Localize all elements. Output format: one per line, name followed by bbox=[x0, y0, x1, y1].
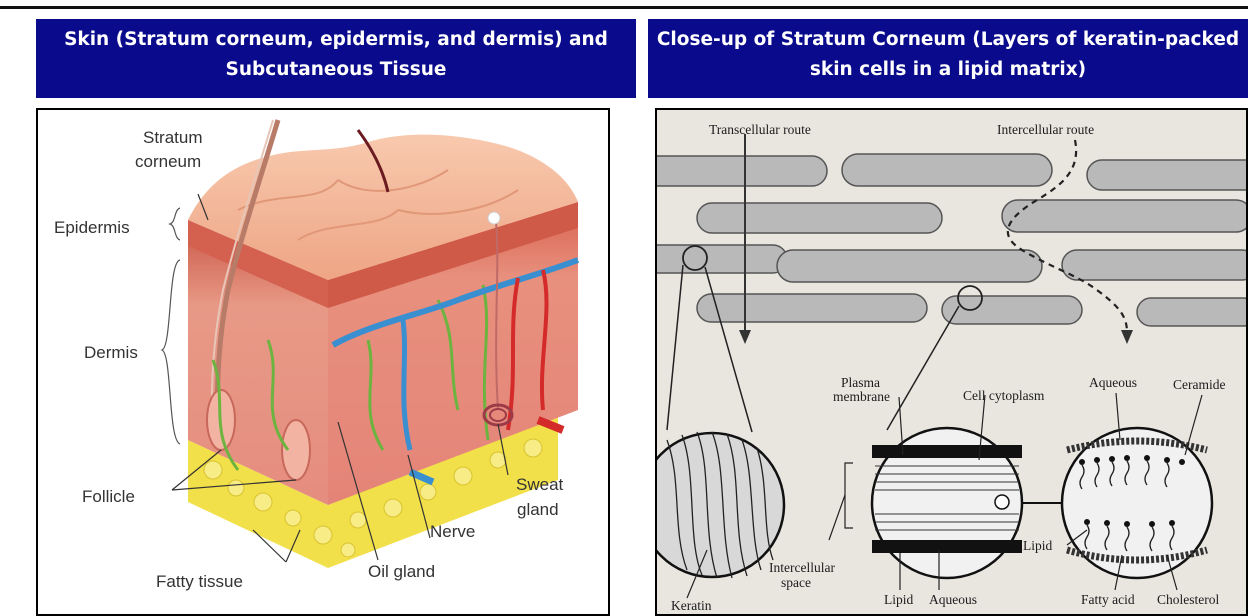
label-cholesterol: Cholesterol bbox=[1157, 592, 1219, 608]
left-title-line1: Skin (Stratum corneum, epidermis, and de… bbox=[36, 25, 636, 55]
label-follicle: Follicle bbox=[82, 487, 135, 507]
label-oil-gland: Oil gland bbox=[368, 562, 435, 582]
label-epidermis: Epidermis bbox=[54, 218, 130, 238]
label-fatty-tissue: Fatty tissue bbox=[156, 572, 243, 592]
label-fatty-acid: Fatty acid bbox=[1081, 592, 1135, 608]
keratin-zoom bbox=[657, 432, 784, 578]
left-title-banner: Skin (Stratum corneum, epidermis, and de… bbox=[36, 19, 636, 98]
skin-illustration bbox=[38, 110, 610, 616]
right-title-line1: Close-up of Stratum Corneum (Layers of k… bbox=[648, 25, 1248, 55]
label-dermis: Dermis bbox=[84, 343, 138, 363]
label-transcellular-route: Transcellular route bbox=[709, 122, 811, 138]
label-stratum: Stratum bbox=[143, 128, 203, 148]
skin-diagram-panel: Stratum corneum Epidermis Dermis Follicl… bbox=[36, 108, 610, 616]
corneum-illustration bbox=[657, 110, 1248, 616]
label-space: space bbox=[781, 575, 811, 591]
label-aqueous-bottom: Aqueous bbox=[929, 592, 977, 608]
label-gland: gland bbox=[517, 500, 559, 520]
label-cell-cytoplasm: Cell cytoplasm bbox=[963, 388, 1044, 404]
label-intercellular: Intercellular bbox=[769, 560, 835, 576]
label-lipid-right: Lipid bbox=[1023, 538, 1052, 554]
stratum-corneum-panel: Transcellular route Intercellular route … bbox=[655, 108, 1248, 616]
right-title-line2: skin cells in a lipid matrix) bbox=[648, 55, 1248, 85]
label-nerve: Nerve bbox=[430, 522, 475, 542]
label-ceramide: Ceramide bbox=[1173, 377, 1225, 393]
right-title-banner: Close-up of Stratum Corneum (Layers of k… bbox=[648, 19, 1248, 98]
lipid-bilayer-zoom bbox=[872, 428, 1022, 578]
label-lipid-bottom: Lipid bbox=[884, 592, 913, 608]
label-aqueous-top: Aqueous bbox=[1089, 375, 1137, 391]
label-intercellular-route: Intercellular route bbox=[997, 122, 1094, 138]
left-title-line2: Subcutaneous Tissue bbox=[36, 55, 636, 85]
label-sweat: Sweat bbox=[516, 475, 563, 495]
label-membrane: membrane bbox=[833, 389, 890, 405]
top-rule bbox=[0, 6, 1248, 9]
molecular-zoom bbox=[1062, 428, 1212, 578]
label-keratin: Keratin bbox=[671, 598, 711, 614]
label-corneum: corneum bbox=[135, 152, 201, 172]
